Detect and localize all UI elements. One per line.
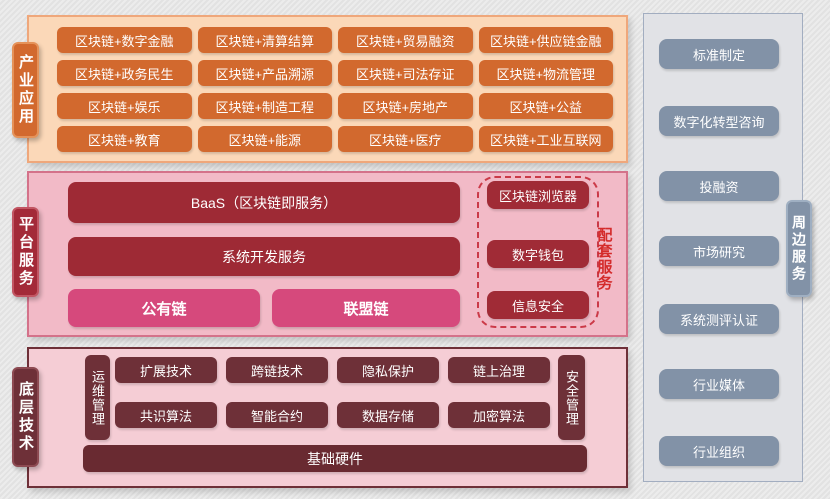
support-services-label: 配套服务 bbox=[595, 227, 613, 291]
underlying-tech-band: 运维管理 扩展技术 跨链技术 隐私保护 链上治理 共识算法 智能合约 数据存储 … bbox=[27, 347, 628, 488]
blockchain-explorer-box: 区块链浏览器 bbox=[487, 181, 589, 209]
tech-cell: 智能合约 bbox=[226, 402, 328, 428]
tech-cell: 加密算法 bbox=[448, 402, 550, 428]
peripheral-services-panel: 标准制定 数字化转型咨询 投融资 市场研究 系统测评认证 行业媒体 行业组织 bbox=[643, 13, 803, 482]
industry-applications-band: 区块链+数字金融 区块链+清算结算 区块链+贸易融资 区块链+供应链金融 区块链… bbox=[27, 15, 628, 163]
ops-management-box: 运维管理 bbox=[85, 355, 110, 440]
digital-wallet-box: 数字钱包 bbox=[487, 240, 589, 268]
tech-cell: 跨链技术 bbox=[226, 357, 328, 383]
security-management-box: 安全管理 bbox=[558, 355, 585, 440]
industry-app-cell: 区块链+政务民生 bbox=[57, 60, 192, 86]
base-hardware-box: 基础硬件 bbox=[83, 445, 587, 472]
industry-app-cell: 区块链+司法存证 bbox=[338, 60, 473, 86]
baas-box: BaaS（区块链即服务） bbox=[68, 182, 460, 223]
peripheral-item: 数字化转型咨询 bbox=[659, 106, 779, 136]
industry-app-cell: 区块链+贸易融资 bbox=[338, 27, 473, 53]
tech-cell: 隐私保护 bbox=[337, 357, 439, 383]
information-security-box: 信息安全 bbox=[487, 291, 589, 319]
industry-app-cell: 区块链+工业互联网 bbox=[478, 126, 613, 152]
platform-services-band: BaaS（区块链即服务） 系统开发服务 公有链 联盟链 区块链浏览器 数字钱包 … bbox=[27, 171, 628, 337]
industry-app-cell: 区块链+娱乐 bbox=[57, 93, 192, 119]
peripheral-services-label: 周边服务 bbox=[786, 200, 812, 297]
tech-cell: 扩展技术 bbox=[115, 357, 217, 383]
tech-cell: 数据存储 bbox=[337, 402, 439, 428]
industry-app-cell: 区块链+供应链金融 bbox=[478, 27, 613, 53]
peripheral-item: 标准制定 bbox=[659, 39, 779, 69]
tech-cell: 链上治理 bbox=[448, 357, 550, 383]
peripheral-item: 投融资 bbox=[659, 171, 779, 201]
support-services-group: 区块链浏览器 数字钱包 信息安全 bbox=[477, 176, 599, 328]
underlying-tech-label: 底层技术 bbox=[12, 367, 39, 467]
system-development-box: 系统开发服务 bbox=[68, 237, 460, 276]
platform-services-label: 平台服务 bbox=[12, 207, 39, 297]
industry-app-cell: 区块链+房地产 bbox=[338, 93, 473, 119]
tech-grid: 扩展技术 跨链技术 隐私保护 链上治理 共识算法 智能合约 数据存储 加密算法 bbox=[115, 357, 550, 428]
public-chain-box: 公有链 bbox=[68, 289, 260, 327]
tech-cell: 共识算法 bbox=[115, 402, 217, 428]
peripheral-item: 行业组织 bbox=[659, 436, 779, 466]
industry-app-cell: 区块链+制造工程 bbox=[197, 93, 332, 119]
industry-app-cell: 区块链+能源 bbox=[197, 126, 332, 152]
peripheral-item: 市场研究 bbox=[659, 236, 779, 266]
industry-app-cell: 区块链+清算结算 bbox=[197, 27, 332, 53]
industry-app-cell: 区块链+物流管理 bbox=[478, 60, 613, 86]
industry-app-grid: 区块链+数字金融 区块链+清算结算 区块链+贸易融资 区块链+供应链金融 区块链… bbox=[57, 27, 613, 153]
industry-app-cell: 区块链+公益 bbox=[478, 93, 613, 119]
industry-app-cell: 区块链+医疗 bbox=[338, 126, 473, 152]
peripheral-item: 行业媒体 bbox=[659, 369, 779, 399]
industry-app-cell: 区块链+教育 bbox=[57, 126, 192, 152]
industry-app-cell: 区块链+产品溯源 bbox=[197, 60, 332, 86]
industry-applications-label: 产业应用 bbox=[12, 42, 39, 138]
peripheral-item: 系统测评认证 bbox=[659, 304, 779, 334]
consortium-chain-box: 联盟链 bbox=[272, 289, 460, 327]
industry-app-cell: 区块链+数字金融 bbox=[57, 27, 192, 53]
